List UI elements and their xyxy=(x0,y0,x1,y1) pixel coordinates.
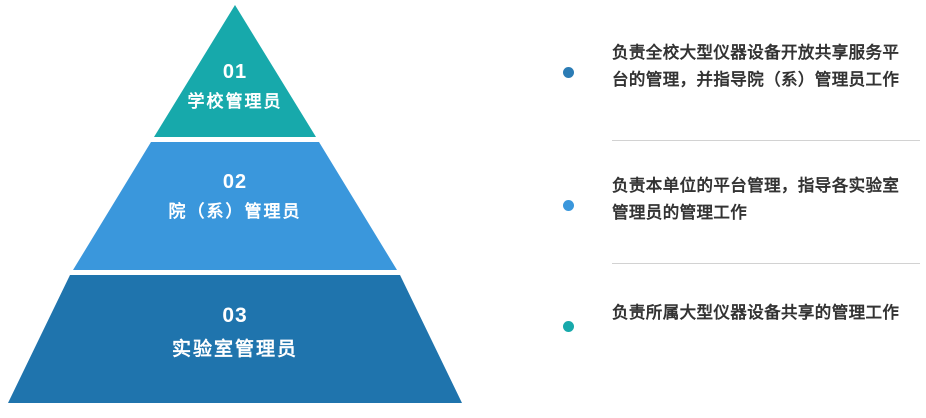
list-item[interactable]: 负责本单位的平台管理，指导各实验室管理员的管理工作 xyxy=(540,173,926,227)
role-description-2: 负责本单位的平台管理，指导各实验室管理员的管理工作 xyxy=(612,177,900,222)
role-description-list: 负责全校大型仪器设备开放共享服务平台的管理，并指导院（系）管理员工作 负责本单位… xyxy=(540,0,926,418)
bullet-dot-icon xyxy=(563,200,574,211)
pyramid-shapes xyxy=(8,5,462,403)
list-divider xyxy=(612,140,920,141)
pyramid-diagram: 01 学校管理员 02 院（系）管理员 03 实验室管理员 xyxy=(8,5,462,403)
bullet-dot-icon xyxy=(563,67,574,78)
bullet-dot-icon xyxy=(563,321,574,332)
pyramid-tier-3-shape[interactable] xyxy=(8,275,462,403)
list-item[interactable]: 负责所属大型仪器设备共享的管理工作 xyxy=(540,300,926,332)
pyramid-tier-1-shape[interactable] xyxy=(154,5,316,137)
role-description-1: 负责全校大型仪器设备开放共享服务平台的管理，并指导院（系）管理员工作 xyxy=(612,44,900,89)
role-description-3: 负责所属大型仪器设备共享的管理工作 xyxy=(612,304,900,322)
list-item[interactable]: 负责全校大型仪器设备开放共享服务平台的管理，并指导院（系）管理员工作 xyxy=(540,40,926,94)
pyramid-tier-2-shape[interactable] xyxy=(73,142,397,270)
list-divider xyxy=(612,263,920,264)
